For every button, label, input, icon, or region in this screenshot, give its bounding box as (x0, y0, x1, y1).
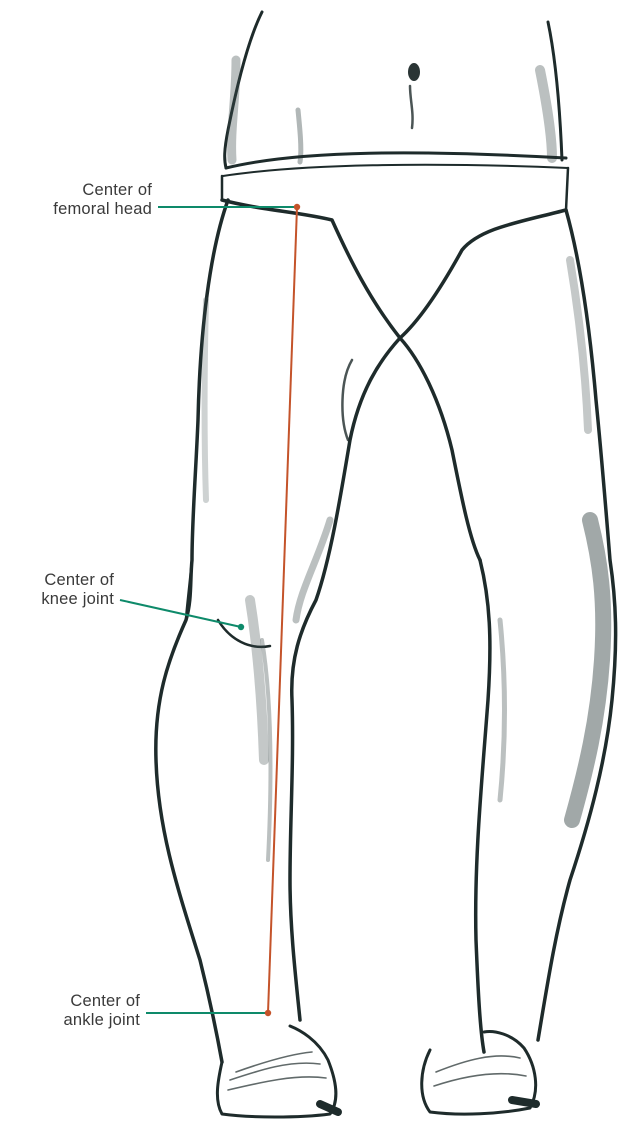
femoral-head-label-line2: femoral head (0, 200, 152, 219)
navel-shape (408, 63, 420, 81)
shorts (222, 153, 568, 338)
left-shoe (217, 1026, 338, 1117)
ankle-joint-label-line1: Center of (0, 992, 140, 1011)
knee-joint-leader (120, 600, 241, 627)
ankle-joint-point (265, 1010, 271, 1016)
knee-joint-point (238, 624, 244, 630)
mechanical-axis-line (268, 207, 297, 1013)
right-shoe (422, 1032, 536, 1115)
femoral-head-label: Center of femoral head (0, 181, 152, 219)
femoral-head-point (294, 204, 300, 210)
knee-joint-label-line1: Center of (0, 571, 114, 590)
ankle-joint-label-line2: ankle joint (0, 1011, 140, 1030)
inner-thighs (342, 338, 480, 560)
femoral-head-label-line1: Center of (0, 181, 152, 200)
knee-joint-label-line2: knee joint (0, 590, 114, 609)
knee-joint-label: Center of knee joint (0, 571, 114, 609)
ankle-joint-label: Center of ankle joint (0, 992, 140, 1030)
left-leg (156, 200, 400, 1062)
torso (225, 12, 562, 168)
right-leg (476, 210, 616, 1052)
